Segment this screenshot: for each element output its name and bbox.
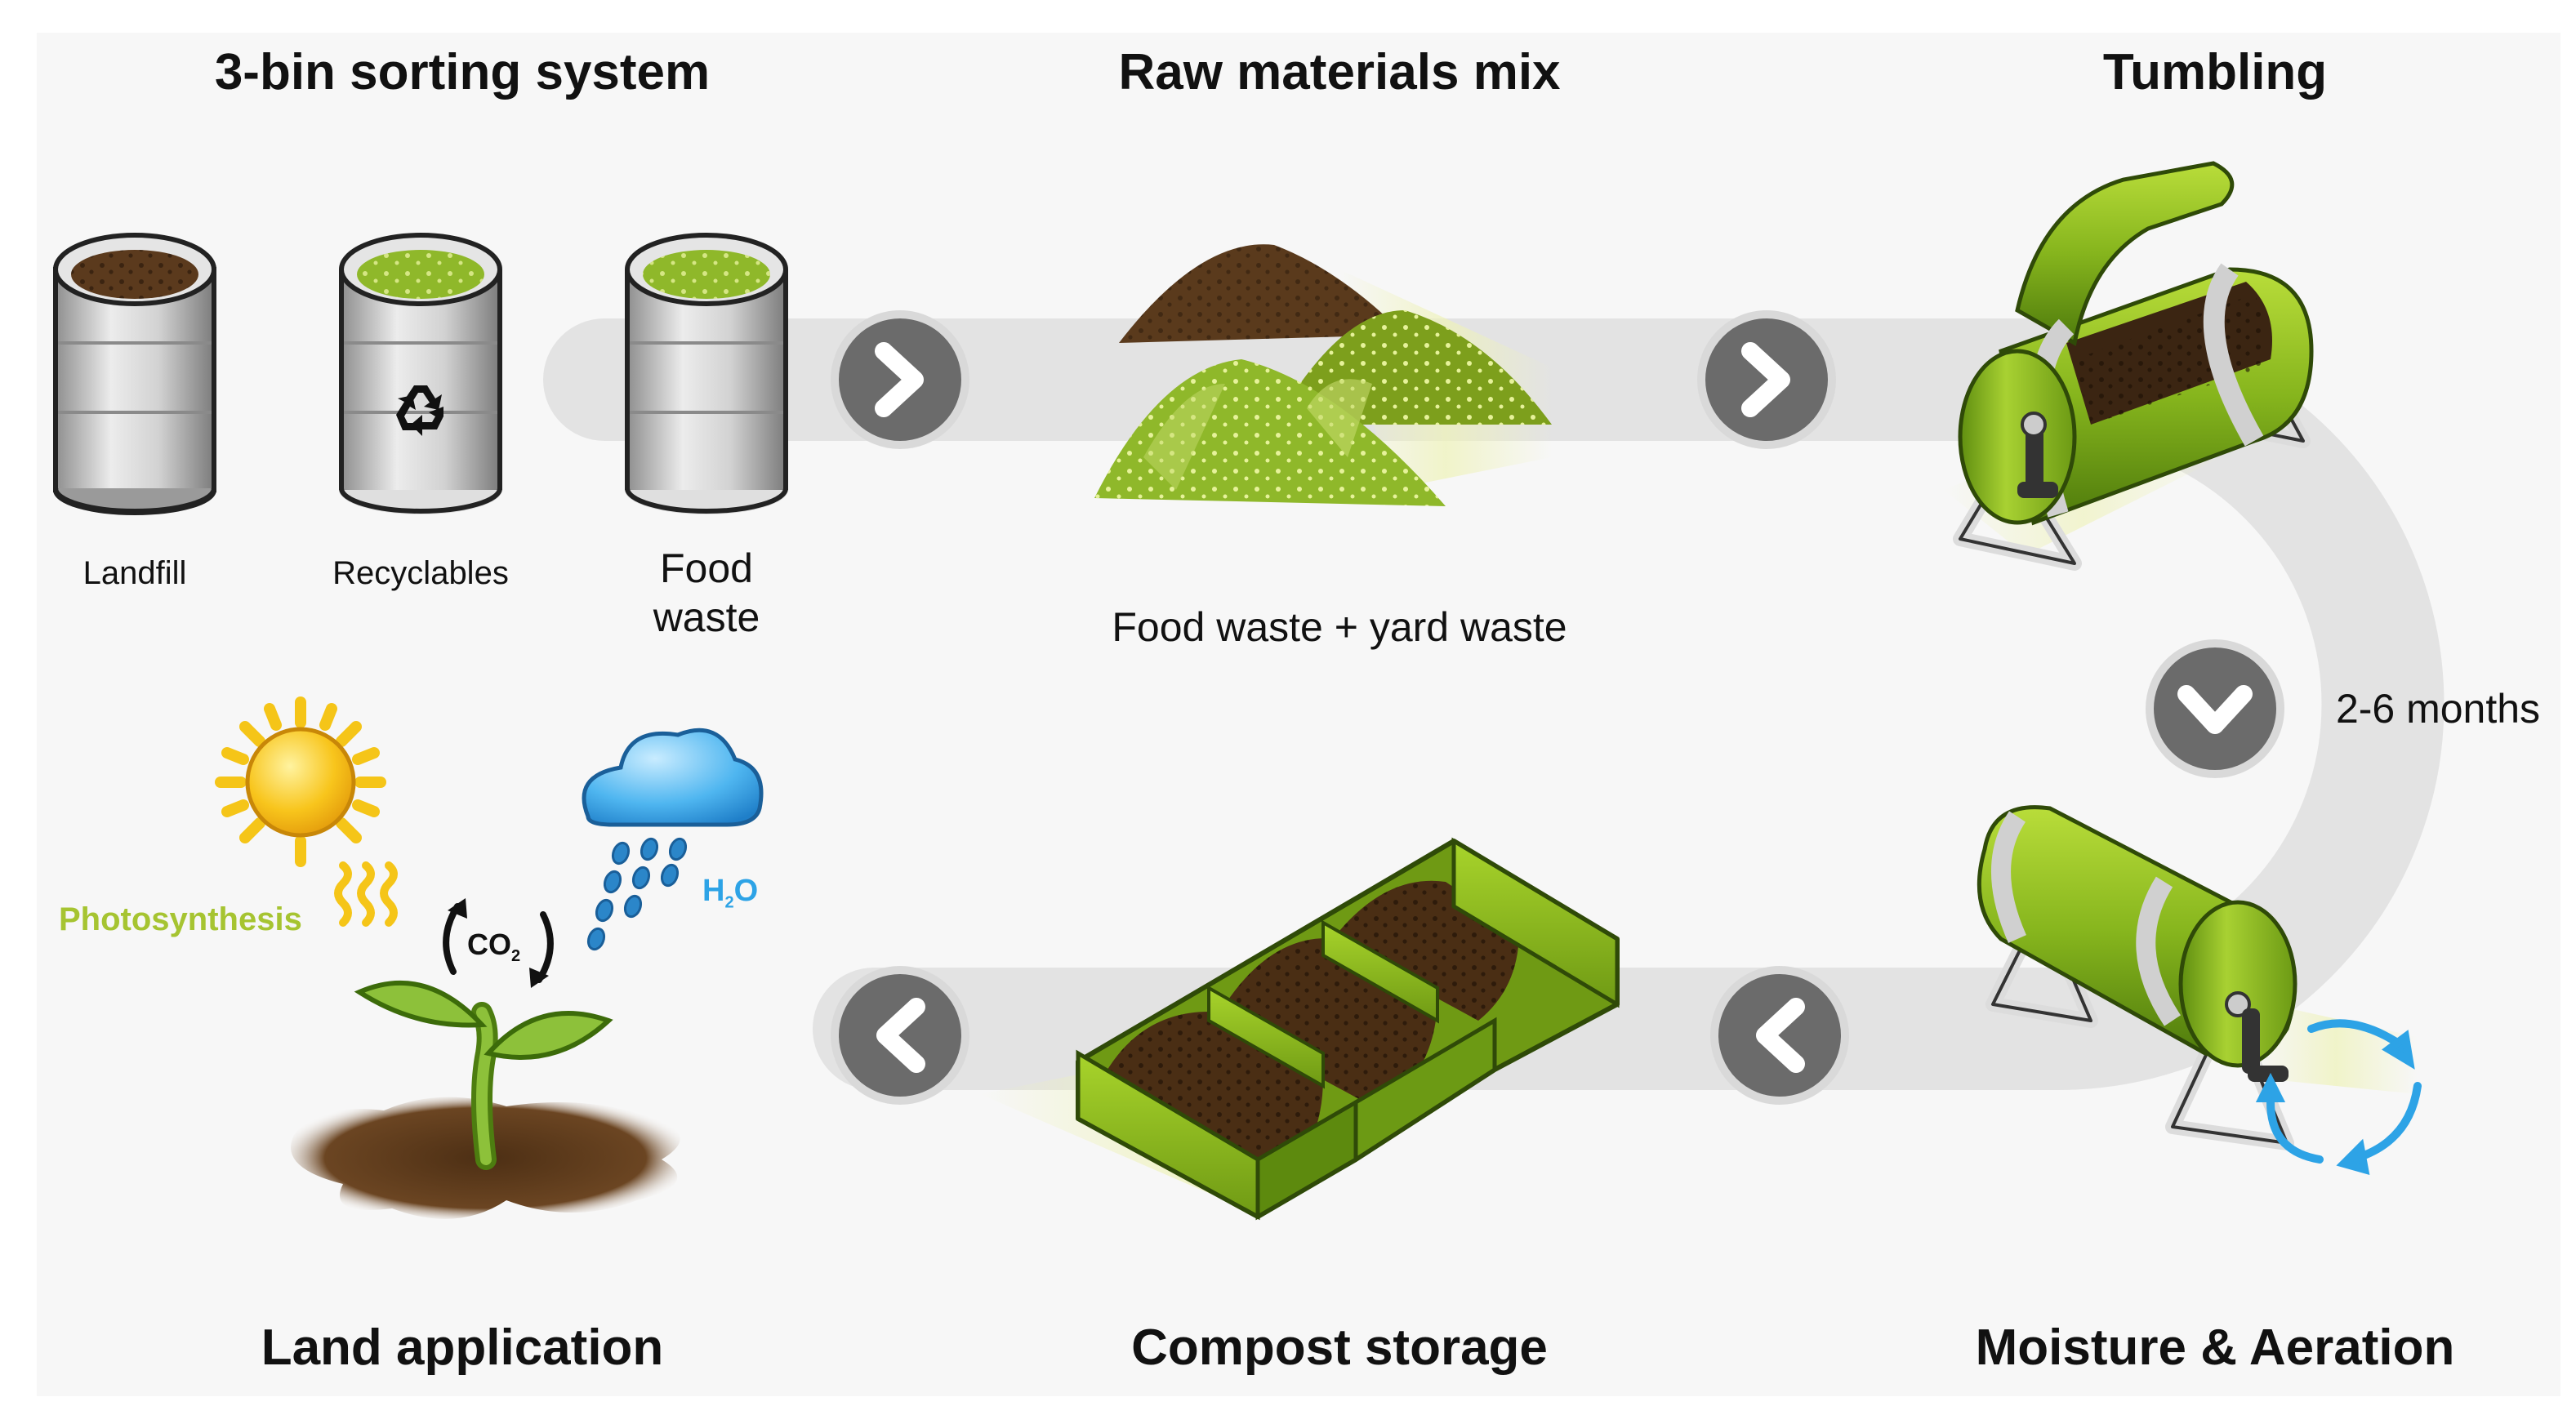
heat-waves-icon bbox=[334, 861, 398, 927]
title-raw-materials-mix: Raw materials mix bbox=[1118, 44, 1561, 100]
label-landfill: Landfill bbox=[82, 555, 187, 591]
tumbler-top bbox=[1944, 161, 2314, 571]
label-food-waste-line2: waste bbox=[653, 594, 760, 640]
co2-subscript: 2 bbox=[511, 947, 521, 966]
bin-recyclables bbox=[339, 233, 502, 514]
label-duration: 2-6 months bbox=[2335, 686, 2541, 732]
title-compost-storage: Compost storage bbox=[1131, 1319, 1548, 1376]
label-h2o: H2O bbox=[702, 874, 758, 913]
h2o-o: O bbox=[733, 874, 759, 908]
co2-main: CO bbox=[467, 928, 511, 961]
chevron-down-icon bbox=[2146, 639, 2284, 778]
rotation-arrows-icon bbox=[2255, 1019, 2422, 1175]
title-sorting-system: 3-bin sorting system bbox=[214, 44, 711, 100]
co2-cycle-arrows bbox=[443, 898, 554, 988]
rain-cloud-icon bbox=[582, 728, 764, 951]
h2o-h: H bbox=[702, 874, 725, 908]
title-land-application: Land application bbox=[261, 1319, 664, 1376]
label-food-waste-line1: Food bbox=[660, 545, 753, 591]
label-co2: CO2 bbox=[467, 928, 520, 966]
tumbler-bottom bbox=[1977, 805, 2422, 1175]
seedling-icon bbox=[354, 980, 613, 1170]
compost-storage-bins bbox=[980, 837, 1620, 1221]
label-food-waste: Food waste bbox=[653, 544, 760, 642]
raw-materials-pile bbox=[1094, 244, 1552, 506]
bin-landfill bbox=[53, 233, 216, 515]
title-tumbling: Tumbling bbox=[2102, 44, 2328, 100]
title-moisture-aeration: Moisture & Aeration bbox=[1975, 1319, 2455, 1376]
label-photosynthesis: Photosynthesis bbox=[59, 901, 302, 937]
h2o-subscript: 2 bbox=[724, 893, 734, 912]
chevron-right-icon bbox=[1697, 310, 1836, 449]
chevron-right-icon bbox=[831, 310, 969, 449]
chevron-left-icon bbox=[831, 966, 969, 1105]
recycle-icon bbox=[396, 385, 443, 436]
bin-food-waste bbox=[625, 233, 788, 514]
sun-icon bbox=[215, 696, 386, 867]
label-recyclables: Recyclables bbox=[332, 555, 509, 591]
label-raw-mix-caption: Food waste + yard waste bbox=[1112, 604, 1567, 650]
chevron-left-icon bbox=[1710, 966, 1849, 1105]
